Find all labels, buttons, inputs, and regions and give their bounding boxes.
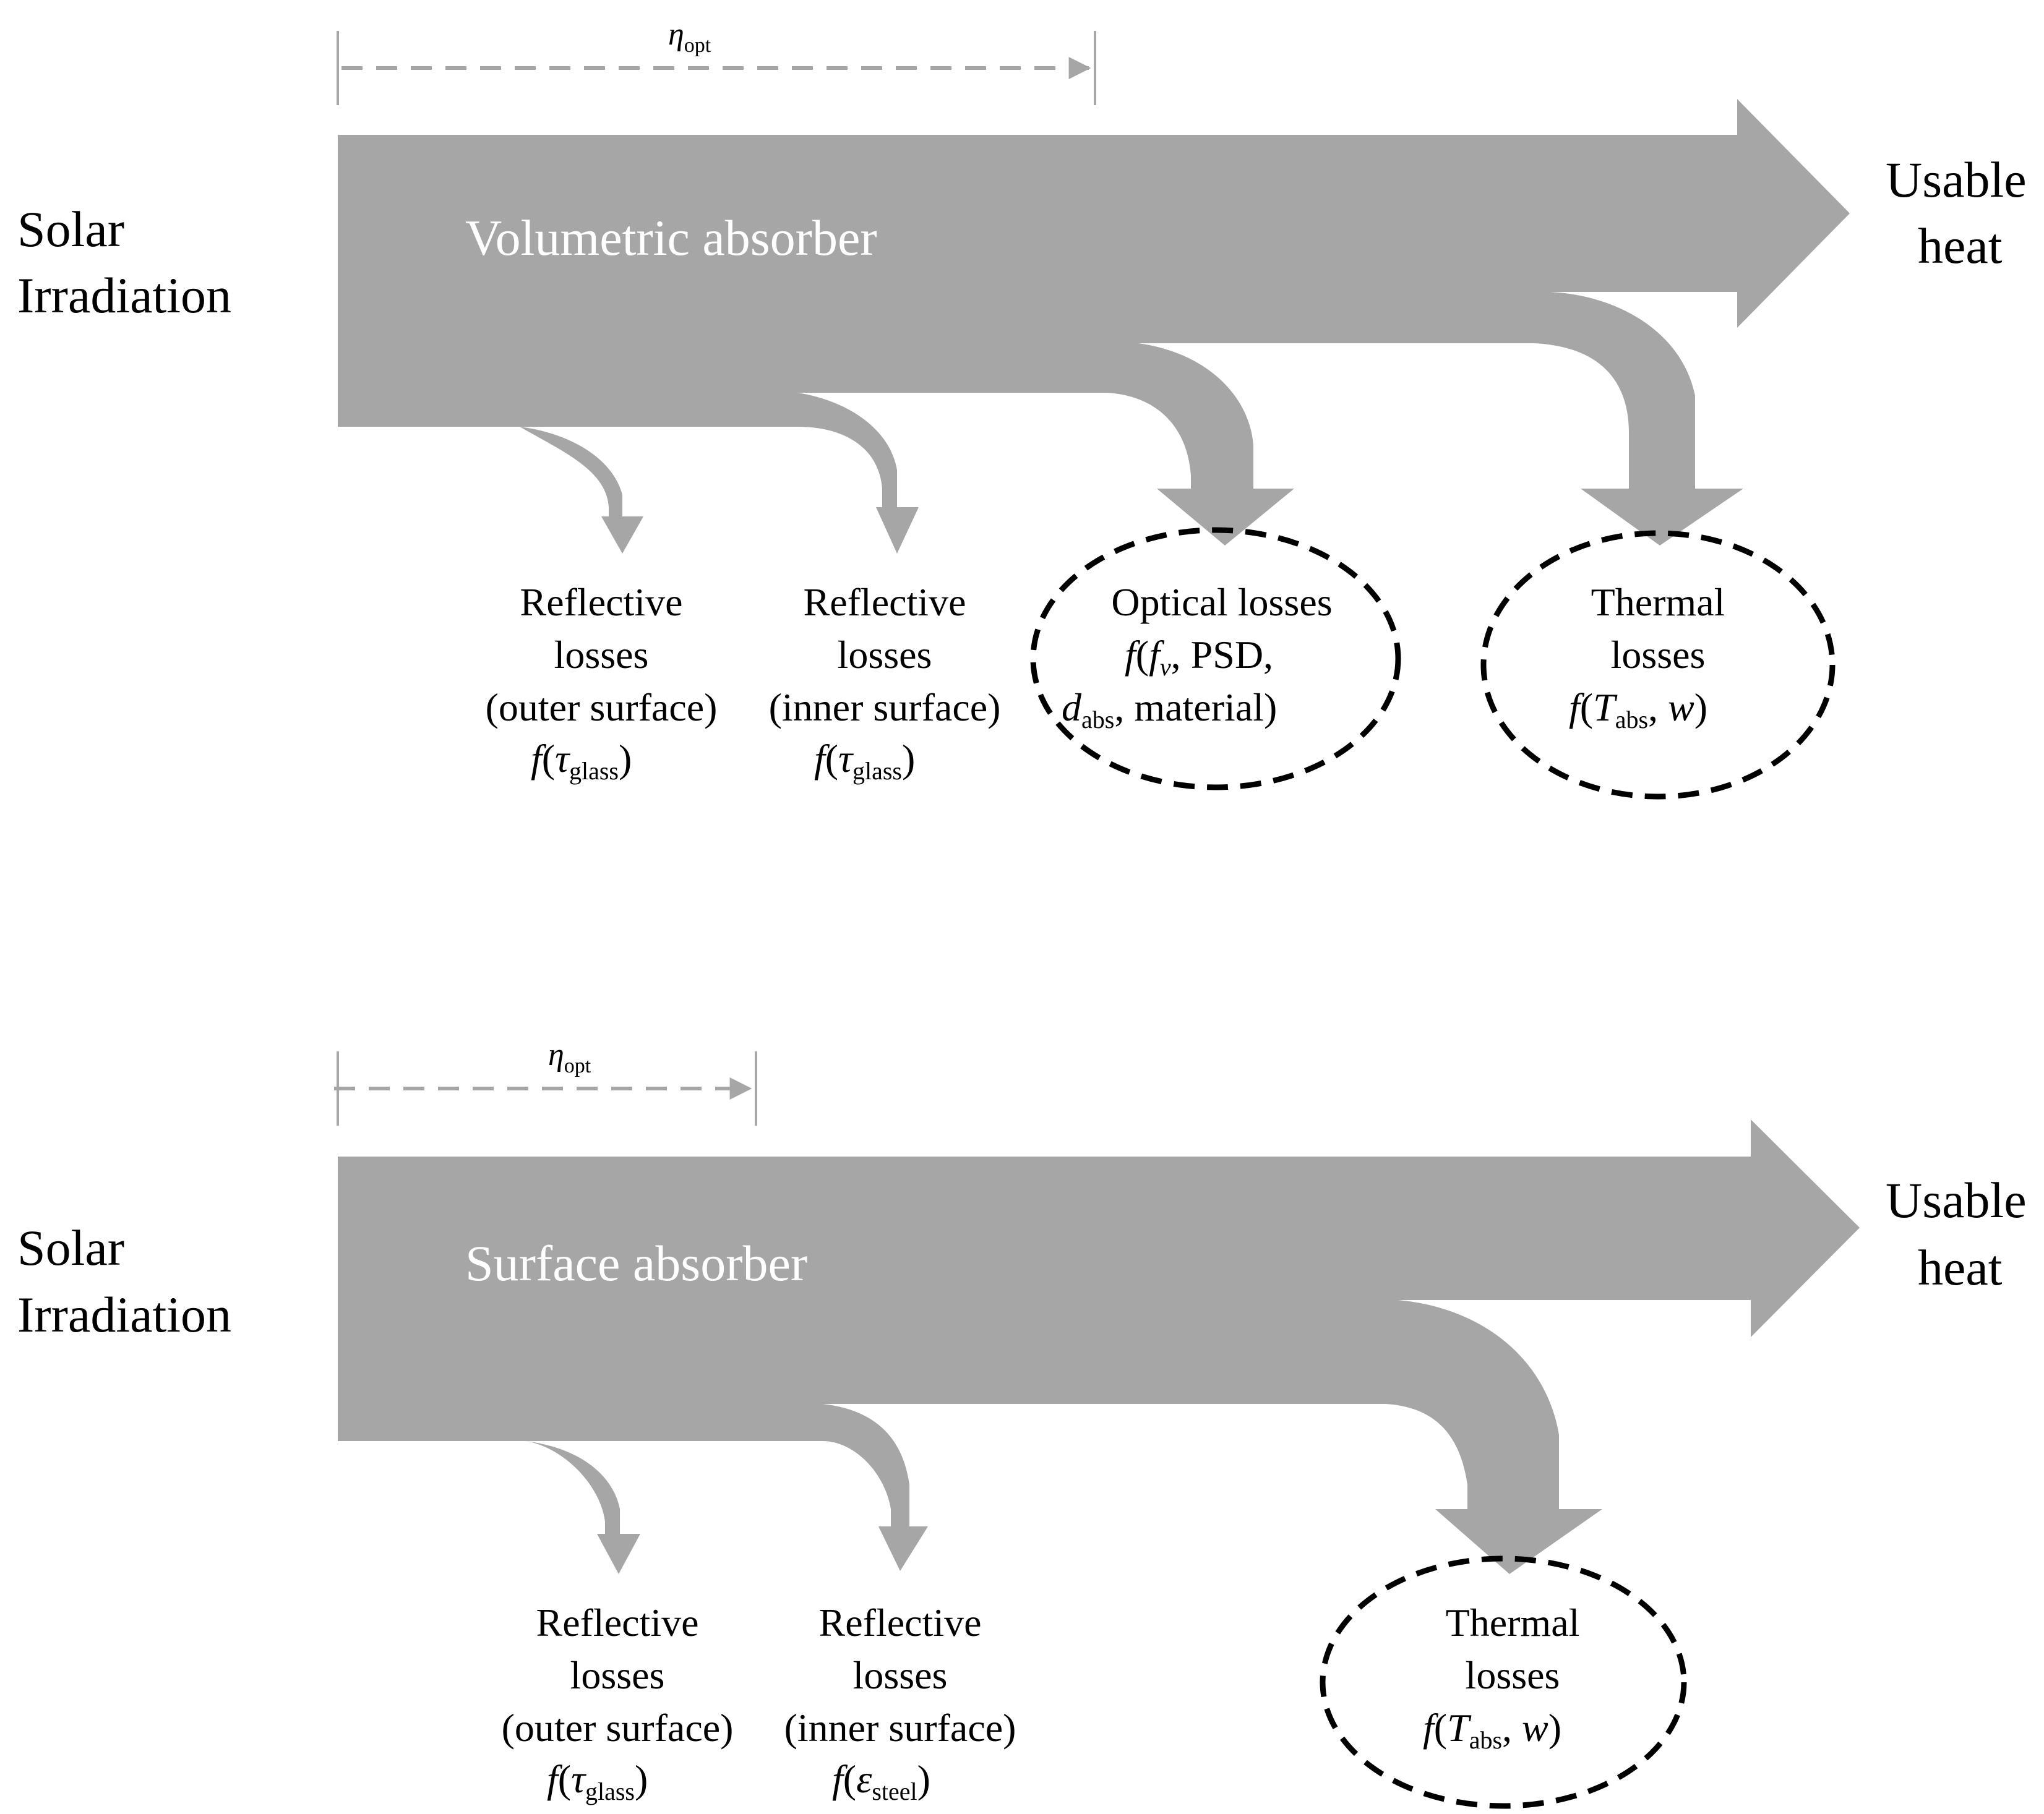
loss-thermal: Thermal losses f(Tabs, w) [1480, 530, 1836, 800]
main-flow-arrow [338, 99, 1850, 554]
absorber-label: Volumetric absorber [465, 210, 877, 266]
eta-opt-label: ηopt [548, 1037, 591, 1077]
eta-opt-label: ηopt [668, 17, 711, 57]
svg-text:f(εsteel): f(εsteel) [832, 1757, 930, 1805]
svg-text:Optical losses: Optical losses [1111, 580, 1332, 624]
svg-text:Reflective: Reflective [536, 1601, 699, 1645]
eta-opt-dimension: ηopt [334, 1037, 757, 1126]
thermal-ellipse [1480, 530, 1836, 800]
svg-text:Irradiation: Irradiation [17, 1286, 231, 1343]
svg-text:f(Tabs, w): f(Tabs, w) [1569, 685, 1707, 734]
svg-text:Reflective: Reflective [804, 580, 966, 624]
main-flow-arrow [338, 1119, 1860, 1574]
input-label: Solar Irradiation [17, 1220, 231, 1343]
svg-text:(outer surface): (outer surface) [486, 685, 718, 729]
svg-text:Reflective: Reflective [520, 580, 683, 624]
svg-text:dabs, material): dabs, material) [1062, 685, 1277, 734]
thermal-ellipse [1320, 1555, 1687, 1809]
svg-text:Thermal: Thermal [1446, 1601, 1580, 1645]
svg-text:(inner surface): (inner surface) [769, 685, 1001, 729]
svg-text:Solar: Solar [17, 1220, 124, 1276]
loss-reflective-outer: Reflective losses (outer surface) f(τgla… [486, 580, 718, 785]
input-label: Solar Irradiation [17, 201, 231, 323]
svg-text:Reflective: Reflective [819, 1601, 982, 1645]
svg-text:f(τglass): f(τglass) [547, 1757, 648, 1805]
svg-text:losses: losses [1466, 1653, 1560, 1697]
svg-text:(outer surface): (outer surface) [502, 1706, 734, 1750]
panel-surface: ηopt Surface absorber Solar Irradiation … [17, 1037, 2027, 1809]
svg-text:heat: heat [1918, 1239, 2003, 1296]
svg-text:(inner surface): (inner surface) [784, 1706, 1016, 1750]
loss-reflective-outer: Reflective losses (outer surface) f(τgla… [502, 1601, 734, 1805]
optical-ellipse [1030, 527, 1401, 790]
loss-thermal: Thermal losses f(Tabs, w) [1320, 1555, 1687, 1809]
output-label: Usable heat [1886, 152, 2027, 274]
svg-text:losses: losses [838, 633, 932, 677]
svg-text:losses: losses [853, 1653, 948, 1697]
svg-text:f(τglass): f(τglass) [814, 737, 915, 785]
svg-text:losses: losses [554, 633, 649, 677]
eta-opt-dimension: ηopt [337, 17, 1096, 105]
svg-text:f(τglass): f(τglass) [531, 737, 632, 785]
svg-text:heat: heat [1918, 218, 2003, 274]
loss-optical: Optical losses f(fv, PSD, dabs, material… [1030, 527, 1401, 790]
svg-text:f(Tabs, w): f(Tabs, w) [1423, 1706, 1561, 1754]
panel-volumetric: ηopt Volumetric absorber Solar Irradiati… [17, 17, 2027, 800]
loss-reflective-inner: Reflective losses (inner surface) f(τgla… [769, 580, 1001, 785]
loss-reflective-inner: Reflective losses (inner surface) f(εste… [784, 1601, 1016, 1805]
svg-text:Thermal: Thermal [1591, 580, 1725, 624]
svg-text:losses: losses [570, 1653, 665, 1697]
svg-text:Usable: Usable [1886, 152, 2027, 208]
svg-text:Irradiation: Irradiation [17, 267, 231, 323]
svg-text:f(fv, PSD,: f(fv, PSD, [1125, 633, 1273, 681]
svg-text:losses: losses [1611, 633, 1706, 677]
svg-text:Usable: Usable [1886, 1172, 2027, 1228]
output-label: Usable heat [1886, 1172, 2027, 1296]
svg-text:Solar: Solar [17, 201, 124, 257]
absorber-label: Surface absorber [465, 1235, 807, 1291]
